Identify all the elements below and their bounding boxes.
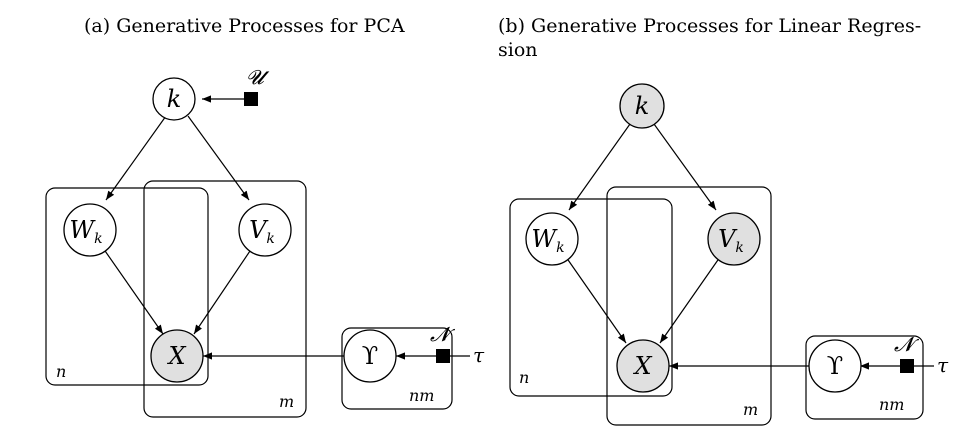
edge-w-x-b — [565, 256, 627, 344]
svg-text:Vk: Vk — [718, 225, 744, 256]
plate-nm-a — [341, 327, 453, 410]
svg-text:Vk: Vk — [249, 216, 275, 247]
svg-text:X: X — [632, 352, 652, 380]
plate-nm-b — [805, 335, 924, 420]
plate-m-b — [606, 186, 772, 426]
node-x-a: X — [150, 329, 204, 383]
svg-text:ϒ: ϒ — [827, 352, 843, 380]
plate-label-m-a: m — [279, 392, 294, 411]
node-x-b: X — [616, 339, 670, 393]
node-v-a: Vk — [238, 203, 292, 257]
node-w-b: Wk — [525, 212, 579, 266]
param-tau-a: τ — [473, 343, 485, 367]
svg-text:Wk: Wk — [69, 216, 102, 247]
svg-text:Wk: Wk — [531, 225, 564, 256]
edge-k-w-b — [568, 123, 631, 211]
plate-label-n-a: n — [56, 362, 66, 381]
edge-k-v-b — [653, 123, 717, 211]
edge-k-w-a — [105, 115, 167, 201]
plate-m-a — [143, 180, 307, 418]
node-w-a: Wk — [63, 203, 117, 257]
edge-v-x-b — [659, 256, 721, 344]
edge-k-v-a — [187, 115, 250, 201]
diagram-a: n m nm k Wk Vk X ϒ — [45, 65, 485, 418]
factor-normal-a — [436, 349, 450, 363]
plate-label-m-b: m — [743, 400, 758, 419]
edge-v-x-a — [193, 247, 253, 335]
caption-a: (a) Generative Processes for PCA — [84, 15, 405, 37]
plate-label-nm-b: nm — [879, 395, 904, 414]
node-upsilon-b: ϒ — [808, 339, 862, 393]
plate-n-a — [45, 187, 209, 386]
caption-b: (b) Generative Processes for Linear Regr… — [498, 15, 922, 61]
svg-text:k: k — [635, 92, 650, 120]
factor-label-normal-b: 𝓝 — [894, 332, 920, 356]
plate-n-b — [509, 198, 673, 397]
node-upsilon-a: ϒ — [343, 329, 397, 383]
node-v-b: Vk — [707, 212, 761, 266]
node-k-a: k — [152, 77, 196, 121]
svg-text:k: k — [167, 85, 182, 113]
plate-label-n-b: n — [519, 368, 529, 387]
factor-uniform-a — [244, 92, 258, 106]
edge-w-x-a — [102, 247, 164, 335]
factor-label-uniform-a: 𝓤 — [246, 65, 270, 89]
svg-text:X: X — [166, 342, 186, 370]
node-k-b: k — [619, 83, 665, 129]
plate-label-nm-a: nm — [409, 386, 434, 405]
svg-text:ϒ: ϒ — [362, 342, 378, 370]
param-tau-b: τ — [937, 353, 949, 377]
diagram-b: n m nm k Wk Vk X ϒ — [509, 83, 949, 426]
factor-normal-b — [900, 359, 914, 373]
